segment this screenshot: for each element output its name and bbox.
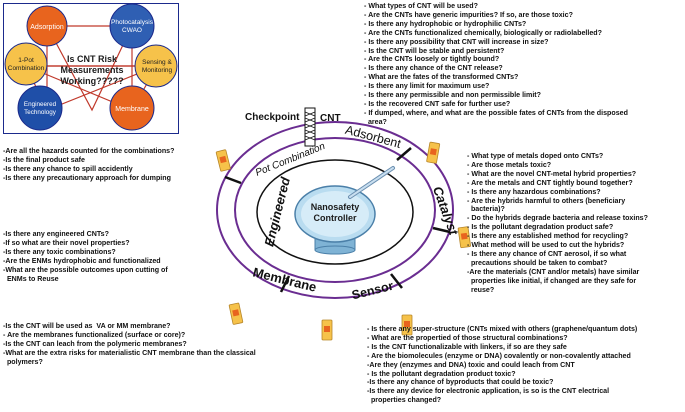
node-one-pot-label-2: Combination — [8, 65, 45, 72]
node-adsorption — [26, 5, 68, 47]
inset-diagram: Adsorption Photocatalysis CWAO 1-Pot Com… — [3, 3, 179, 134]
node-engineered-label-2: Technology — [24, 109, 57, 116]
question-line: - Is there any super-structure (CNTs mix… — [367, 325, 638, 333]
node-adsorption-label: Adsorption — [30, 24, 64, 31]
question-line: -Is there any device for electronic appl… — [367, 387, 610, 396]
inset-center-text-1: Is CNT Risk — [67, 54, 118, 64]
node-sensing-label-1: Sensing & — [142, 59, 172, 66]
question-line: - Is there any established method for re… — [467, 232, 629, 241]
question-line: -Is the CNT will be used as VA or MM mem… — [3, 322, 171, 330]
question-line: -Are all the hazards counted for the com… — [3, 147, 175, 155]
node-engineered-label-1: Engineered — [24, 101, 57, 108]
question-line: -Is there any chance to spill accidently — [3, 164, 133, 173]
question-line: - Are the CNTs functionalized chemically… — [364, 28, 602, 37]
question-line: - What types of CNT will be used? — [364, 2, 478, 10]
question-line: - Is the recovered CNT safe for further … — [364, 99, 511, 108]
nanosafety-controller: Nanosafety Controller — [294, 166, 395, 255]
question-line: -Is there any precautionary approach for… — [3, 173, 171, 182]
question-line: -Is there any toxic combinations? — [3, 247, 116, 256]
node-sensing-label-2: Monitoring — [142, 67, 173, 74]
question-line: - Are those metals toxic? — [467, 160, 552, 169]
question-line: -If so what are their novel properties? — [3, 238, 130, 247]
question-line: - What are the fates of the transformed … — [364, 73, 519, 82]
node-photocatalysis — [109, 3, 155, 49]
inner-track — [256, 159, 414, 265]
question-line: - Are the CNTs loosely or tightly bound? — [364, 55, 500, 64]
questions-cnt-list: - What types of CNT will be used?- Are t… — [364, 2, 684, 127]
question-line: - Do the hybrids degrade bacteria and re… — [467, 214, 648, 223]
questions-membrane-list: -Is the CNT will be used as VA or MM mem… — [3, 322, 323, 367]
question-line: properties like initial, if changed are … — [467, 276, 637, 285]
question-line: - Are the membranes functionalized (surf… — [3, 330, 186, 339]
question-line: - Is the pollutant degradation product s… — [467, 223, 614, 232]
question-line: - What are the propertied of those struc… — [367, 333, 568, 342]
question-line: -Is the final product safe — [3, 155, 85, 164]
question-line: - Is there any possibility that CNT will… — [364, 37, 549, 46]
node-membrane — [109, 85, 155, 131]
question-line: ENMs to Reuse — [3, 274, 59, 283]
outer-ring — [216, 121, 454, 299]
inner-ring — [234, 137, 436, 283]
question-line: - Are the CNTs have generic impurities? … — [364, 10, 573, 19]
question-line: - Is there any permissible and non permi… — [364, 91, 541, 100]
question-line: polymers? — [3, 357, 43, 366]
question-line: - Is there any hydrophobic or hydrophili… — [364, 19, 527, 28]
inset-center-text-3: Working????? — [60, 76, 123, 86]
question-line: - Is there any chance of the CNT release… — [364, 64, 503, 73]
question-line: bacteria)? — [467, 205, 505, 214]
question-line: - Is the CNT functionalizable with linke… — [367, 342, 567, 351]
node-one-pot-label-1: 1-Pot — [18, 57, 34, 64]
question-line: - Is there any hazardous combinations? — [467, 187, 601, 196]
question-line: -Is the CNT can leach from the polymeric… — [3, 339, 187, 348]
question-line: -Are they (enzymes and DNA) toxic and co… — [367, 360, 575, 369]
question-line: - What method will be used to cut the hy… — [467, 241, 625, 250]
question-line: - Is there any chance of CNT aerosol, if… — [467, 249, 627, 258]
question-line: -Are the ENMs hydrophobic and functional… — [3, 256, 161, 265]
segment-sensor: Sensor — [350, 279, 395, 303]
question-line: - What are the novel CNT-metal hybrid pr… — [467, 169, 637, 178]
node-sensing — [134, 44, 178, 88]
question-line: -Is there any engineered CNTs? — [3, 230, 109, 238]
controller-label-1: Nanosafety — [311, 202, 360, 212]
question-line: - If dumped, where, and what are the pos… — [364, 108, 628, 117]
inset-svg: Adsorption Photocatalysis CWAO 1-Pot Com… — [4, 3, 178, 131]
decorative-cards — [215, 141, 471, 341]
node-photocatalysis-label-1: Photocatalysis — [111, 19, 154, 26]
questions-sensor-list: - Is there any super-structure (CNTs mix… — [367, 325, 685, 405]
question-line: - Is there any limit for maximum use? — [364, 82, 490, 91]
question-line: - Is the CNT will be stable and persiste… — [364, 46, 505, 55]
controller-label-2: Controller — [313, 213, 356, 223]
questions-pot-combination-list: -Are all the hazards counted for the com… — [3, 147, 228, 183]
questions-engineered-list: -Is there any engineered CNTs?-If so wha… — [3, 230, 213, 283]
node-one-pot — [4, 42, 48, 86]
question-line: reuse? — [467, 285, 495, 294]
question-line: properties changed? — [367, 396, 442, 405]
question-line: - Are the biomolecules (enzyme or DNA) c… — [367, 351, 631, 360]
question-line: precautions should be taken to combat? — [467, 258, 608, 267]
question-line: -What are the extra risks for materialis… — [3, 348, 256, 357]
question-line: - What type of metals doped onto CNTs? — [467, 152, 604, 160]
questions-catalyst-list: - What type of metals doped onto CNTs?- … — [467, 152, 685, 295]
node-membrane-label: Membrane — [115, 106, 149, 113]
node-engineered — [17, 85, 63, 131]
question-line: - Are the metals and CNT tightly bound t… — [467, 178, 633, 187]
question-line: -What are the possible outcomes upon cut… — [3, 265, 168, 274]
checkpoint-label: Checkpoint — [245, 112, 300, 123]
question-line: -Is there any chance of byproducts that … — [367, 378, 554, 387]
question-line: -Are the materials (CNT and/or metals) h… — [467, 267, 640, 276]
inset-center-text-2: Measurements — [60, 65, 123, 75]
cnt-label: CNT — [320, 113, 341, 124]
question-line: area? — [364, 117, 387, 126]
node-photocatalysis-label-2: CWAO — [122, 27, 142, 34]
segment-engineered: Engineered — [261, 175, 293, 248]
question-line: - Is the pollutant degradation product t… — [367, 369, 516, 378]
cnt-checkpoint-icon — [304, 107, 316, 147]
question-line: - Are the hybrids harmful to others (ben… — [467, 196, 626, 205]
